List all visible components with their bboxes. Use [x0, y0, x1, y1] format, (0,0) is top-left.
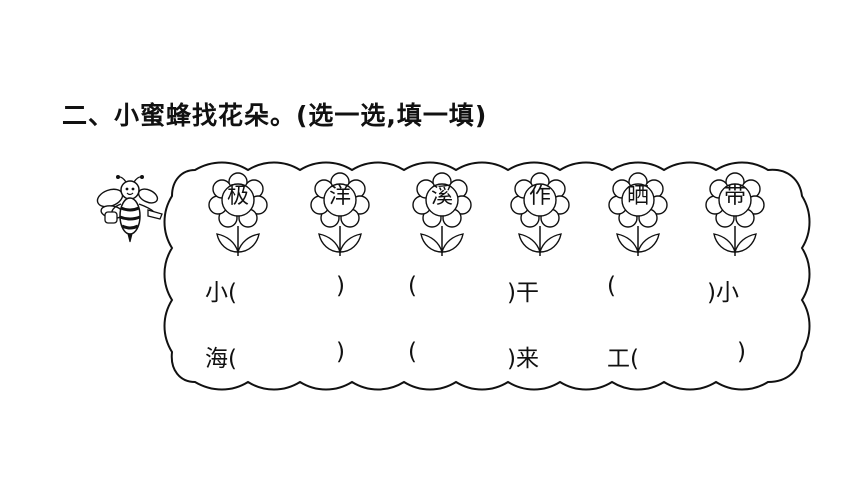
flower-icon: [705, 172, 765, 256]
flower-char: 作: [528, 184, 551, 209]
phrase-r1-3-open: (: [607, 273, 616, 299]
bee-icon: [96, 175, 163, 243]
flower-char: 带: [723, 184, 746, 209]
flower-6: 带: [702, 170, 768, 260]
phrase-r1-2-open: (: [408, 273, 417, 299]
phrase-r1-3-close: )小: [707, 280, 739, 306]
flower-4: 作: [507, 170, 573, 260]
phrase-r2-1-close: ): [336, 339, 345, 365]
flower-icon: [310, 172, 370, 256]
flower-1: 极: [205, 170, 271, 260]
flower-char: 晒: [626, 184, 649, 209]
phrase-r2-1-open: 海(: [205, 346, 237, 372]
flower-5: 晒: [605, 170, 671, 260]
phrase-r2-3-open: 工(: [607, 346, 639, 372]
phrase-r2-2-open: (: [408, 339, 417, 365]
phrase-r1-1-close: ): [336, 273, 345, 299]
flower-char: 洋: [328, 184, 351, 209]
phrase-r1-1-open: 小(: [205, 280, 237, 306]
flower-char: 极: [226, 184, 249, 209]
phrase-r2-3-close: ): [737, 339, 746, 365]
flower-icon: [510, 172, 570, 256]
flower-char: 溪: [430, 184, 453, 209]
flower-icon: [412, 172, 472, 256]
flower-3: 溪: [409, 170, 475, 260]
flower-icon: [608, 172, 668, 256]
phrase-r1-2-close: )干: [507, 280, 539, 306]
section-title: 二、小蜜蜂找花朵。(选一选,填一填): [62, 101, 488, 130]
flower-2: 洋: [307, 170, 373, 260]
flower-icon: [208, 172, 268, 256]
phrase-r2-2-close: )来: [507, 346, 539, 372]
